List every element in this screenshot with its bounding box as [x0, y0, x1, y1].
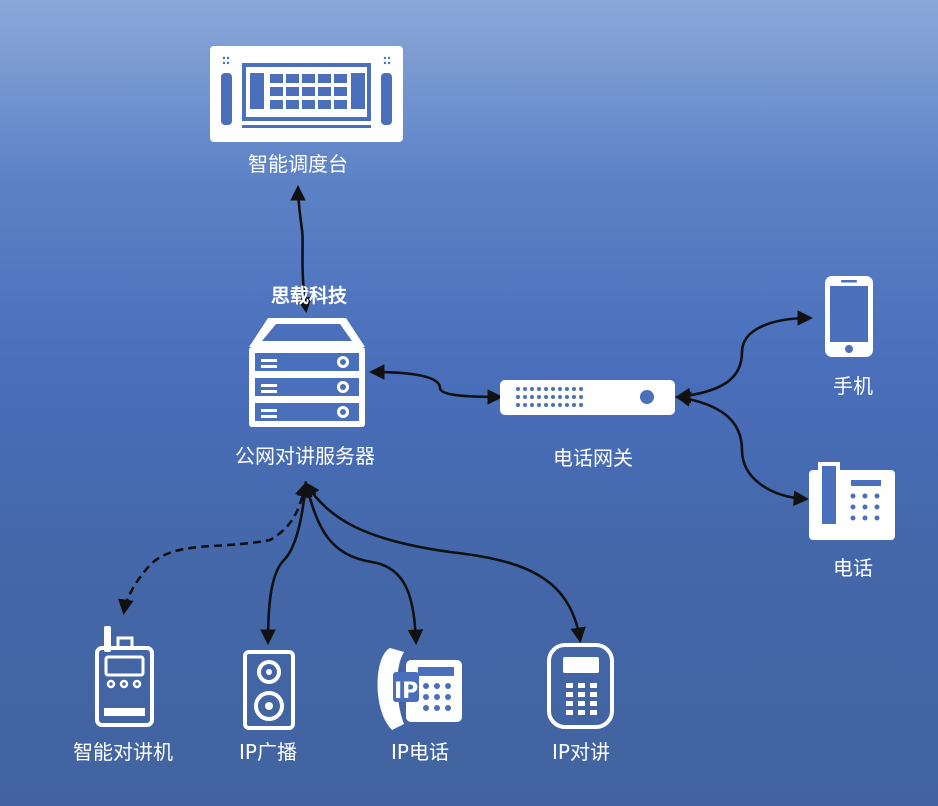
walkie-label: 智能对讲机 — [73, 740, 173, 764]
dispatch-console-icon — [210, 46, 403, 142]
link-server-ip-broadcast — [260, 480, 313, 646]
console-label: 智能调度台 — [248, 152, 348, 176]
link-server-walkie — [118, 480, 311, 616]
gateway-icon — [500, 380, 675, 415]
svg-text:IP: IP — [394, 679, 418, 704]
gateway-label: 电话网关 — [553, 446, 633, 470]
link-gateway-phone — [674, 391, 810, 507]
server-icon — [249, 318, 365, 427]
ip-intercom-icon — [547, 643, 614, 729]
desk-phone-icon — [809, 462, 895, 540]
link-server-ip-phone — [301, 480, 424, 646]
link-server-gateway — [368, 364, 504, 405]
walkie-talkie-icon — [95, 626, 154, 727]
brand-label: 思载科技 — [270, 285, 348, 307]
ip-intercom-label: IP对讲 — [552, 740, 610, 764]
ip-phone-icon: IP — [377, 648, 462, 730]
link-gateway-mobile — [674, 310, 814, 404]
mobile-phone-icon — [825, 276, 873, 357]
phone-label: 电话 — [833, 556, 873, 580]
link-server-ip-intercom — [304, 481, 586, 644]
mobile-label: 手机 — [833, 374, 873, 398]
speaker-icon — [243, 650, 295, 730]
link-server-console — [290, 184, 312, 314]
ip-phone-label: IP电话 — [391, 740, 449, 764]
server-label: 公网对讲服务器 — [235, 444, 375, 468]
ip-broadcast-label: IP广播 — [239, 740, 297, 764]
